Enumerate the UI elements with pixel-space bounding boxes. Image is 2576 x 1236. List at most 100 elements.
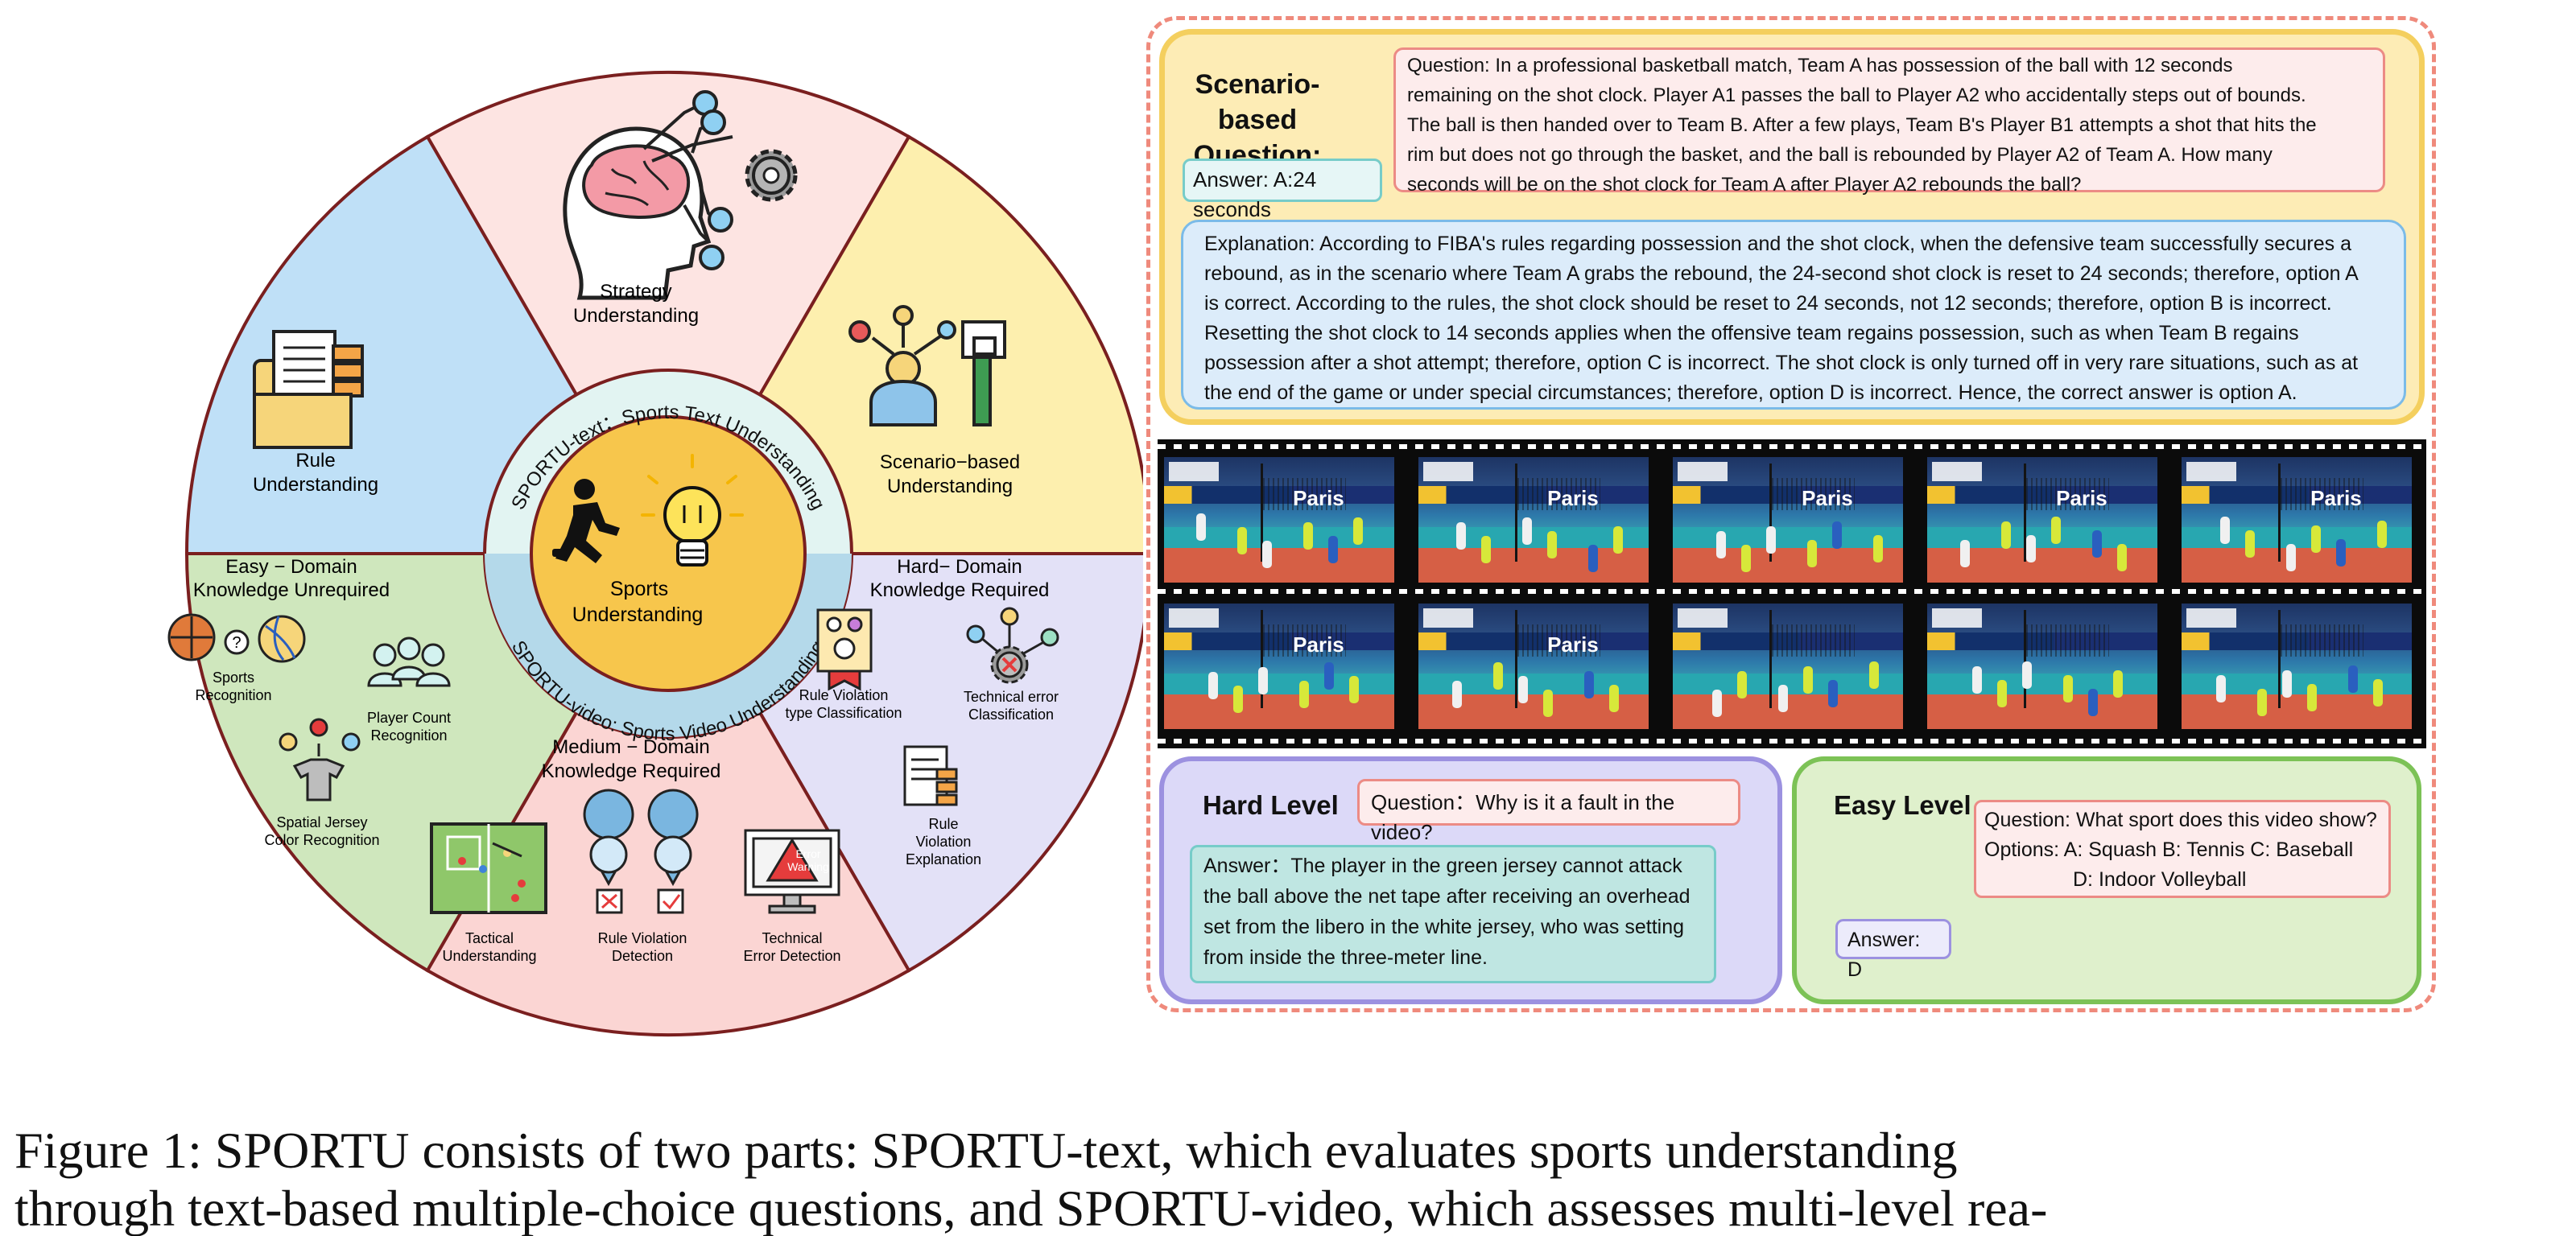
frame-player xyxy=(1196,513,1206,541)
spatial-jersey-line2: Color Recognition xyxy=(264,832,379,848)
frame-player xyxy=(1997,680,2007,707)
easy-options-line: Options: A: Squash B: Tennis C: Baseball xyxy=(1984,838,2354,861)
lightbulb-icon xyxy=(641,454,744,566)
question-line: remaining on the shot clock. Player A1 p… xyxy=(1407,84,2306,106)
frame-player xyxy=(2377,521,2387,548)
frame-banner xyxy=(1673,486,1903,504)
scenario-question-panel: Scenario-based Question: Question: In a … xyxy=(1159,29,2425,425)
frame-player xyxy=(2336,539,2346,566)
scenario-title: Scenario-based Question: xyxy=(1181,67,1334,173)
frame-player xyxy=(1522,517,1532,545)
easy-level-title: Easy Level xyxy=(1834,790,1971,820)
frame-net-mesh xyxy=(2025,478,2109,510)
frame-player xyxy=(1299,681,1309,708)
scenario-label-line2: Understanding xyxy=(887,476,1013,497)
video-frame: Paris xyxy=(2182,457,2412,583)
frame-scoreboard xyxy=(1678,608,1728,628)
explanation-line: is correct. According to the rules, the … xyxy=(1204,292,2332,315)
frame-banner xyxy=(1927,632,2157,650)
frame-player xyxy=(1258,667,1268,694)
frame-player xyxy=(2051,517,2061,544)
technical-error-detection-line2: Error Detection xyxy=(743,948,840,964)
brain-head-icon xyxy=(563,126,712,300)
video-frame xyxy=(1927,604,2157,729)
frame-player xyxy=(1588,545,1598,572)
frame-net-mesh xyxy=(1262,478,1346,510)
frame-banner xyxy=(1164,632,1394,650)
frame-player xyxy=(2257,689,2267,716)
center-label-line1: Sports xyxy=(610,578,668,600)
frame-text: Paris xyxy=(1293,632,1344,657)
frame-player xyxy=(2282,670,2292,698)
scenario-title-line1: Scenario-based xyxy=(1195,69,1320,135)
error-warning-line2: Warning xyxy=(787,860,829,873)
frame-player xyxy=(1262,541,1272,568)
video-frame: Paris xyxy=(1164,604,1394,729)
frame-net-post xyxy=(1261,610,1264,708)
frame-scoreboard xyxy=(1169,608,1219,628)
scenario-explanation-bubble: Explanation: According to FIBA's rules r… xyxy=(1181,220,2406,410)
hard-level-panel: Hard Level Question：Why is it a fault in… xyxy=(1159,756,1782,1004)
player-count-line2: Recognition xyxy=(370,727,447,744)
frame-player xyxy=(2088,689,2098,716)
frame-net-post xyxy=(1515,610,1518,708)
frame-banner xyxy=(1927,486,2157,504)
frame-player xyxy=(2286,544,2296,571)
video-frame xyxy=(1673,604,1903,729)
frame-scoreboard xyxy=(2186,608,2236,628)
running-person-icon xyxy=(552,479,620,563)
frame-player xyxy=(1543,690,1553,717)
question-line: rim but does not go through the basket, … xyxy=(1407,144,2273,166)
filmstrip-perforation xyxy=(1158,589,2426,594)
technical-error-class-line1: Technical error xyxy=(964,689,1059,705)
frame-player xyxy=(1493,662,1503,690)
frame-player xyxy=(1609,685,1619,712)
frame-net-post xyxy=(2024,610,2027,708)
frame-player xyxy=(1481,536,1491,563)
frame-player xyxy=(2022,661,2032,689)
video-frame: Paris xyxy=(1418,457,1649,583)
frame-net-mesh xyxy=(1771,478,1855,510)
question-mark-glyph: ? xyxy=(232,634,241,652)
frame-banner xyxy=(1418,486,1649,504)
frame-net-mesh xyxy=(2280,624,2363,657)
explanation-line: possession after a shot attempt; therefo… xyxy=(1204,352,2359,374)
frame-player xyxy=(2245,530,2255,558)
folder-document-icon xyxy=(253,330,364,449)
frame-court xyxy=(1927,674,2157,729)
person-hoop-icon xyxy=(848,305,1006,426)
technical-error-detection-line1: Technical xyxy=(762,930,822,946)
frame-player xyxy=(1452,681,1462,708)
center-label-line2: Understanding xyxy=(572,604,704,626)
inner-ring-bottom xyxy=(485,554,852,737)
network-nodes-icon xyxy=(642,90,733,270)
frame-banner xyxy=(1418,632,1649,650)
hard-level-title: Hard Level xyxy=(1203,790,1339,820)
explanation-line: Explanation: According to FIBA's rules r… xyxy=(1204,233,2351,255)
frame-banner xyxy=(2182,632,2412,650)
frame-text: Paris xyxy=(1547,632,1599,657)
frame-banner xyxy=(2182,486,2412,504)
frame-net-post xyxy=(2278,610,2281,708)
frame-court xyxy=(1673,527,1903,583)
frame-banner xyxy=(1164,486,1394,504)
frame-net-mesh xyxy=(2025,624,2109,657)
filmstrip-perforation xyxy=(1158,444,2426,449)
frame-scoreboard xyxy=(2186,462,2236,481)
frame-player xyxy=(1613,526,1623,554)
explanation-line: Resetting the shot clock to 14 seconds a… xyxy=(1204,322,2299,344)
sports-recognition-line2: Recognition xyxy=(195,687,271,703)
tactical-board-icon xyxy=(430,822,547,914)
jersey-color-icon xyxy=(279,718,361,801)
caption-line2: through text-based multiple-choice quest… xyxy=(14,1180,2048,1236)
hard-label-line1: Hard− Domain xyxy=(897,556,1022,578)
frame-player xyxy=(1328,536,1338,563)
rule-violation-detection-line2: Detection xyxy=(612,948,673,964)
rule-violation-type-line1: Rule Violation xyxy=(799,687,889,703)
frame-player xyxy=(1972,666,1982,694)
sportu-wheel-diagram: SPORTU-text：Sports Text Understanding SP… xyxy=(167,70,1143,1037)
error-warning-line1: Error xyxy=(795,847,820,860)
hard-answer-bubble: Answer：The player in the green jersey ca… xyxy=(1190,845,1716,983)
frame-text: Paris xyxy=(2056,486,2107,510)
frame-player xyxy=(1712,690,1722,717)
